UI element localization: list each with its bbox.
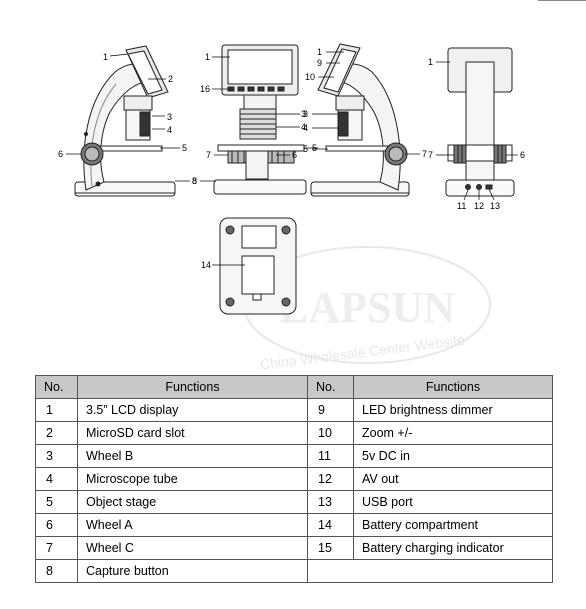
callout-label: 2 <box>168 74 173 84</box>
callout-label: 7 <box>428 150 433 160</box>
callout-label: 4 <box>303 123 308 133</box>
item-function: Wheel A <box>77 513 308 537</box>
item-number: 1 <box>35 398 78 422</box>
item-number: 8 <box>35 559 78 583</box>
functions-table: No. Functions No. Functions 1 3.5” LCD d… <box>35 375 553 583</box>
callout-label: 7 <box>422 149 427 159</box>
item-function: Capture button <box>77 559 308 583</box>
callout-label: 7 <box>206 150 211 160</box>
callout-label: 4 <box>301 122 306 132</box>
callout-label: 6 <box>292 150 297 160</box>
item-function: Wheel C <box>77 536 308 560</box>
callout-label: 11 <box>457 201 466 211</box>
item-function: USB port <box>353 490 553 514</box>
callout-label: 1 <box>428 57 433 67</box>
item-function: Zoom +/- <box>353 421 553 445</box>
header-no: No. <box>307 375 354 399</box>
callout-label: 16 <box>200 84 210 94</box>
header-functions: Functions <box>77 375 308 399</box>
item-function: MicroSD card slot <box>77 421 308 445</box>
back-view-labels: 1 7 6 11 12 13 <box>428 57 525 211</box>
microscope-back-view <box>445 47 515 197</box>
header-functions: Functions <box>353 375 553 399</box>
item-number: 5 <box>35 490 78 514</box>
table-row: 6 Wheel A 14 Battery compartment <box>35 513 553 537</box>
callout-label: 9 <box>317 58 322 68</box>
callout-label: 3 <box>167 112 172 122</box>
callout-label: 5 <box>303 144 308 154</box>
item-number: 15 <box>307 536 354 560</box>
table-row: 8 Capture button <box>35 559 553 583</box>
item-function: Battery compartment <box>353 513 553 537</box>
bottom-view-labels: 14 <box>201 260 211 270</box>
callout-label: 13 <box>490 201 500 211</box>
table-row: 4 Microscope tube 12 AV out <box>35 467 553 491</box>
callout-label: 6 <box>520 150 525 160</box>
item-number: 10 <box>307 421 354 445</box>
side-view-labels: 1 2 3 4 5 6 8 <box>58 52 197 186</box>
callout-label: 3 <box>303 109 308 119</box>
callout-label: 1 <box>103 52 108 62</box>
table-row: 1 3.5” LCD display 9 LED brightness dimm… <box>35 398 553 422</box>
callout-label: 6 <box>58 149 63 159</box>
item-number: 13 <box>307 490 354 514</box>
back-view-callouts <box>436 61 518 201</box>
callout-label: 5 <box>182 143 187 153</box>
callout-label: 3 <box>301 109 306 119</box>
callout-label: 8 <box>192 176 197 186</box>
item-function: Battery charging indicator <box>353 536 553 560</box>
callout-label: 10 <box>305 72 315 82</box>
callout-label: 4 <box>167 125 172 135</box>
callout-label: 1 <box>205 52 210 62</box>
table-row: 7 Wheel C 15 Battery charging indicator <box>35 536 553 560</box>
item-number: 7 <box>35 536 78 560</box>
microscope-side-view <box>74 45 176 197</box>
callout-label: 8 <box>192 176 197 186</box>
other-side-view-callouts <box>312 51 420 155</box>
item-number: 4 <box>35 467 78 491</box>
item-number: 12 <box>307 467 354 491</box>
item-function: LED brightness dimmer <box>353 398 553 422</box>
item-number: 9 <box>307 398 354 422</box>
empty-cell <box>307 559 553 583</box>
item-function: Object stage <box>77 490 308 514</box>
table-row: 3 Wheel B 11 5v DC in <box>35 444 553 468</box>
microscope-bottom-view <box>219 217 297 315</box>
item-function: Microscope tube <box>77 467 308 491</box>
front-view-callouts <box>200 56 318 182</box>
table-row: 2 MicroSD card slot 10 Zoom +/- <box>35 421 553 445</box>
watermark-brand: LAPSUN <box>279 283 455 332</box>
other-side-view-labels: 1 9 10 3 4 5 7 <box>303 47 427 159</box>
front-view-labels: 1 16 3 4 7 6 5 8 <box>192 52 317 186</box>
item-function: Wheel B <box>77 444 308 468</box>
item-number: 3 <box>35 444 78 468</box>
item-number: 11 <box>307 444 354 468</box>
item-function: 5v DC in <box>353 444 553 468</box>
item-number: 6 <box>35 513 78 537</box>
callout-label: 5 <box>312 143 317 153</box>
item-number: 14 <box>307 513 354 537</box>
callout-label: 14 <box>201 260 211 270</box>
item-function: 3.5” LCD display <box>77 398 308 422</box>
table-row: 5 Object stage 13 USB port <box>35 490 553 514</box>
item-number: 2 <box>35 421 78 445</box>
watermark-tagline: China Wholesale Center Website <box>259 332 466 372</box>
microscope-diagram: LAPSUN China Wholesale Center Website <box>58 43 525 372</box>
microscope-front-view <box>213 44 307 195</box>
callout-label: 12 <box>474 201 484 211</box>
callout-label: 1 <box>317 47 322 57</box>
header-no: No. <box>35 375 78 399</box>
top-border-line <box>538 0 586 1</box>
table-header-row: No. Functions No. Functions <box>35 375 553 399</box>
item-function: AV out <box>353 467 553 491</box>
microscope-other-side-view <box>310 43 410 197</box>
side-view-callouts <box>66 53 190 182</box>
